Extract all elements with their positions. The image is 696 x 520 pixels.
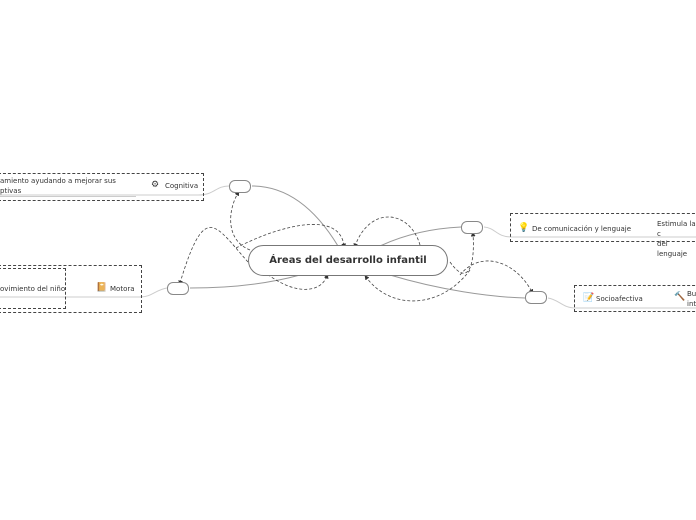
central-topic[interactable]: Áreas del desarrollo infantil bbox=[248, 245, 448, 276]
book-icon: 📔 bbox=[96, 283, 108, 293]
lightbulb-icon: 💡 bbox=[518, 223, 530, 233]
hub-node-comunicacion[interactable] bbox=[461, 221, 483, 234]
hub-node-cognitiva[interactable] bbox=[229, 180, 251, 193]
notepad-icon: 📝 bbox=[583, 293, 595, 303]
gears-icon: ⚙ bbox=[151, 180, 160, 190]
hub-line-socioafectiva bbox=[547, 297, 696, 309]
branch-label-cognitiva: Cognitiva bbox=[165, 182, 199, 190]
hub-line-motora bbox=[0, 287, 168, 298]
connector-cognitiva bbox=[251, 185, 339, 247]
branch-label-motora: Motora bbox=[110, 285, 135, 293]
branch-box-motora[interactable] bbox=[0, 265, 142, 313]
branch-detail-socioafectiva: Bu int bbox=[687, 290, 696, 308]
branch-detail-cognitiva: amiento ayudando a mejorar sus ptivas bbox=[0, 177, 116, 195]
branch-label-comunicacion: De comunicación y lenguaje bbox=[532, 225, 632, 233]
connector-comunicacion bbox=[379, 226, 462, 247]
relation-arrow-8 bbox=[364, 269, 471, 302]
relation-arrow-7 bbox=[459, 260, 534, 295]
relation-arrow-6 bbox=[449, 231, 476, 274]
central-topic-title: Áreas del desarrollo infantil bbox=[269, 255, 427, 266]
branch-box-comunicacion[interactable] bbox=[510, 213, 696, 242]
detail-underline-cognitiva bbox=[0, 196, 136, 197]
branch-detail-comunicacion: Estimula la c del lenguaje bbox=[657, 220, 696, 258]
connector-socioafectiva bbox=[389, 274, 526, 299]
branch-box-cognitiva[interactable] bbox=[0, 173, 204, 201]
relation-arrow-3 bbox=[235, 224, 347, 249]
branch-detail-motora: ovimiento del niño bbox=[0, 285, 66, 293]
branch-label-socioafectiva: Socioafectiva bbox=[596, 295, 643, 303]
relation-arrow-2 bbox=[178, 227, 249, 286]
detail-box-motora bbox=[0, 268, 66, 309]
hub-line-cognitiva bbox=[0, 185, 230, 196]
hub-node-motora[interactable] bbox=[167, 282, 189, 295]
relation-arrow-4 bbox=[353, 216, 421, 249]
connector-motora bbox=[189, 274, 301, 289]
branch-box-socioafectiva[interactable] bbox=[574, 285, 696, 312]
relation-arrow-1 bbox=[230, 190, 251, 251]
gavel-icon: 🔨 bbox=[674, 292, 686, 302]
hub-node-socioafectiva[interactable] bbox=[525, 291, 547, 304]
hub-line-comunicacion bbox=[483, 226, 696, 238]
